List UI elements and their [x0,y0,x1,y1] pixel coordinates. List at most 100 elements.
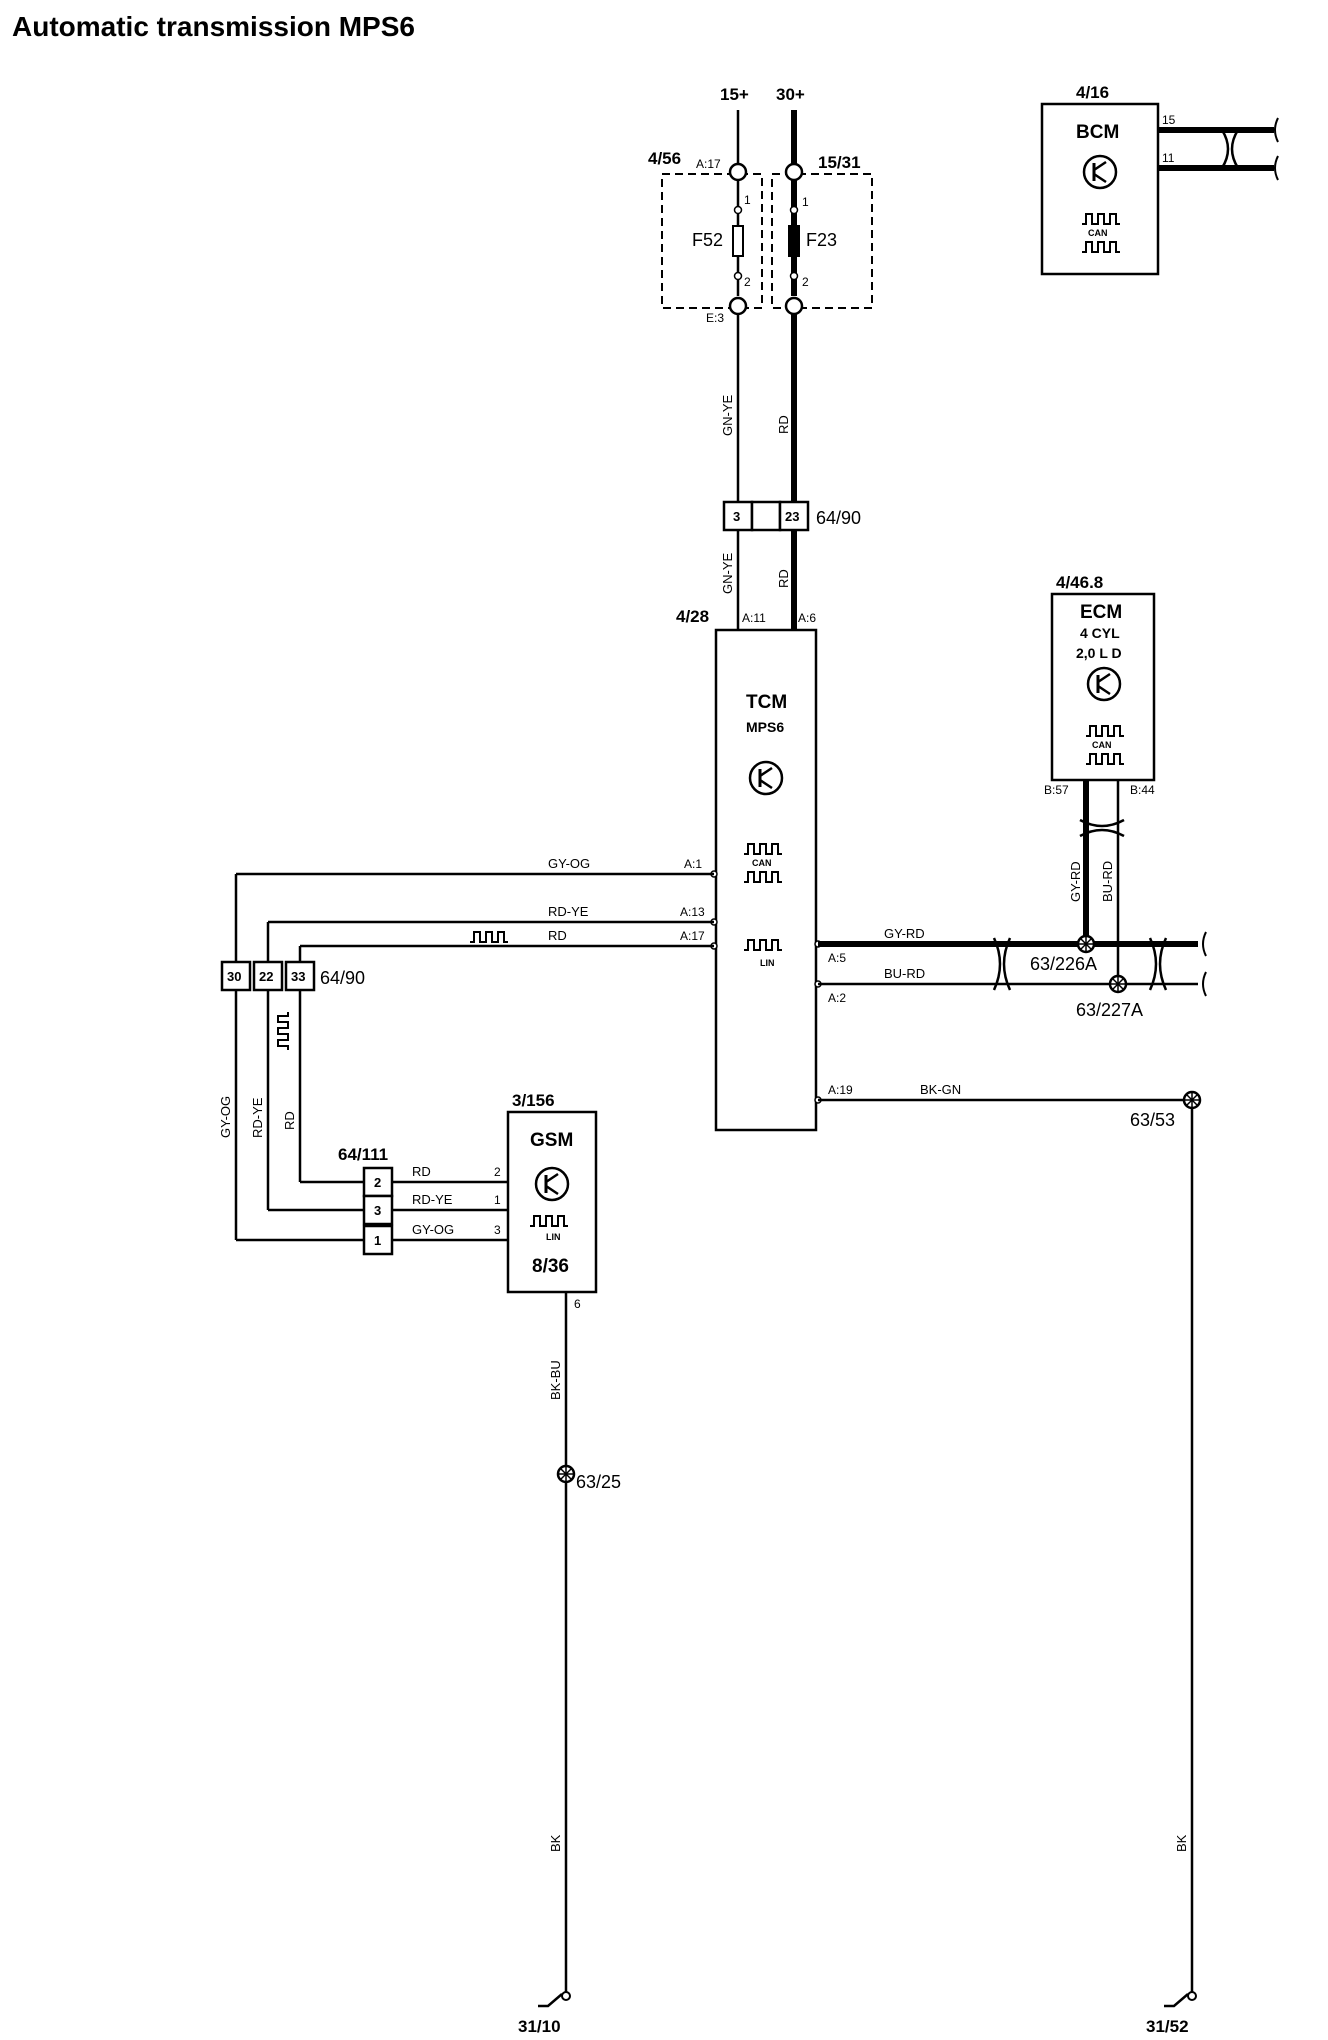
wire-label-rd-gsm: RD [412,1164,431,1179]
tcm-pin-a6: A:6 [798,611,816,625]
splice-226a-label: 63/226A [1030,954,1097,974]
gsm-sub: 8/36 [532,1256,569,1277]
fuse-f23-pin1-label: 1 [802,195,809,209]
fusebox-left-ref: 4/56 [648,149,681,168]
tcm-transistor-icon [748,760,784,796]
gsm-name: GSM [530,1130,573,1151]
connector-top-mid [750,500,782,532]
fuse-pin-e3: E:3 [706,311,724,325]
wire-label-rd-top: RD [548,928,567,943]
lin-wave-icon-vert [277,1011,289,1051]
wire-label-rd-lower: RD [776,569,791,588]
can-wire-break-gy-rd [1202,931,1207,957]
wire-label-rd-ye-vert: RD-YE [250,1097,265,1138]
wire-label-gy-rd: GY-RD [884,926,925,941]
wire-label-gn-ye-lower: GN-YE [720,553,735,595]
can-wire-twist-right [1148,937,1168,991]
bcm-can-label: CAN [1088,228,1108,238]
tcm-pin-a5: A:5 [828,951,846,965]
bcm-wire-twist [1220,129,1240,169]
bcm-wire-break-11 [1274,155,1279,181]
wire-label-bk-right: BK [1174,1834,1189,1852]
tcm-ref: 4/28 [676,607,709,626]
fuse-f52-icon [732,225,744,257]
gsm-pin3-label: 3 [494,1223,501,1237]
ground-31-52-icon [1164,1991,1197,2008]
bcm-name: BCM [1076,122,1119,143]
fuse-f23-pin2 [789,271,799,281]
wire-label-gy-og-gsm: GY-OG [412,1222,454,1237]
connector-gsm-pin2-label: 2 [374,1175,381,1190]
ecm-can-label: CAN [1092,740,1112,750]
gsm-ref: 3/156 [512,1091,555,1110]
tcm-lin-label: LIN [760,958,775,968]
fuse-f23-label: F23 [806,230,837,250]
connector-top-ref: 64/90 [816,508,861,528]
fuse-pin-a17: A:17 [696,157,721,171]
tcm-pin-a17: A:17 [680,929,705,943]
connector-gsm-pin1 [362,1224,394,1256]
wire-label-rd-ye-top: RD-YE [548,904,589,919]
fuse-f52-top-terminal [728,162,748,182]
ground-31-10-label: 31/10 [518,2017,561,2036]
tcm-name: TCM [746,692,787,713]
fuse-f52-pin2 [733,271,743,281]
fuse-f23-pin1 [789,205,799,215]
bcm-transistor-icon [1082,154,1118,190]
wire-label-bu-rd: BU-RD [884,966,925,981]
wire-label-rd-upper: RD [776,415,791,434]
bcm-pin15: 15 [1162,113,1176,127]
connector-top-pin3 [722,500,754,532]
connector-left-pin30-label: 30 [227,969,241,984]
wire-label-gy-og-vert: GY-OG [218,1096,233,1138]
wire-label-gy-og-top: GY-OG [548,856,590,871]
bcm-ref: 4/16 [1076,83,1109,102]
page-title: Automatic transmission MPS6 [12,11,415,42]
ground-31-10-icon [538,1991,571,2008]
tcm-can-label: CAN [752,858,772,868]
splice-227a-icon [1108,974,1128,994]
connector-left-pin22-label: 22 [259,969,273,984]
gsm-transistor-icon [534,1166,570,1202]
connector-gsm-pin3-label: 3 [374,1203,381,1218]
fuse-f23-top-terminal [784,162,804,182]
ecm-pin-b44: B:44 [1130,783,1155,797]
wire-label-bk-left: BK [548,1834,563,1852]
supply-30-label: 30+ [776,85,805,104]
wire-label-bk-gn: BK-GN [920,1082,961,1097]
fuse-f52-pin1-label: 1 [744,193,751,207]
connector-top-pin23 [778,500,810,532]
bcm-pin11: 11 [1162,151,1175,165]
connector-left-pin22 [252,960,284,992]
tcm-sub: MPS6 [746,719,784,735]
fuse-f52-bottom-terminal [728,296,748,316]
lin-wave-icon-top [469,931,509,943]
ecm-ref: 4/46.8 [1056,573,1103,592]
fuse-f23-icon [788,225,800,257]
wire-label-bk-bu: BK-BU [548,1360,563,1400]
ecm-name: ECM [1080,602,1122,623]
wire-label-gn-ye-upper: GN-YE [720,395,735,437]
ecm-line2: 2,0 L D [1076,645,1122,661]
connector-top-pin3-label: 3 [733,509,740,524]
tcm-pin-a1: A:1 [684,857,702,871]
ecm-pin-b57: B:57 [1044,783,1069,797]
ground-31-52-label: 31/52 [1146,2017,1189,2036]
tcm-pin-a2: A:2 [828,991,846,1005]
ecm-line1: 4 CYL [1080,625,1120,641]
fuse-f52-pin2-label: 2 [744,275,751,289]
fuse-f52-pin1 [733,205,743,215]
connector-left-pin30 [220,960,252,992]
splice-63-53-label: 63/53 [1130,1110,1175,1130]
wire-label-rd-ye-gsm: RD-YE [412,1192,453,1207]
wire-label-rd-vert: RD [282,1111,297,1130]
gsm-pin6-label: 6 [574,1297,581,1311]
connector-top-pin23-label: 23 [785,509,799,524]
bcm-wire-break-15 [1274,117,1279,143]
splice-63-53-icon [1182,1090,1202,1110]
splice-226a-icon [1076,934,1096,954]
can-wire-twist-left [992,937,1012,991]
connector-gsm-pin1-label: 1 [374,1233,381,1248]
gsm-pin2-label: 2 [494,1165,501,1179]
